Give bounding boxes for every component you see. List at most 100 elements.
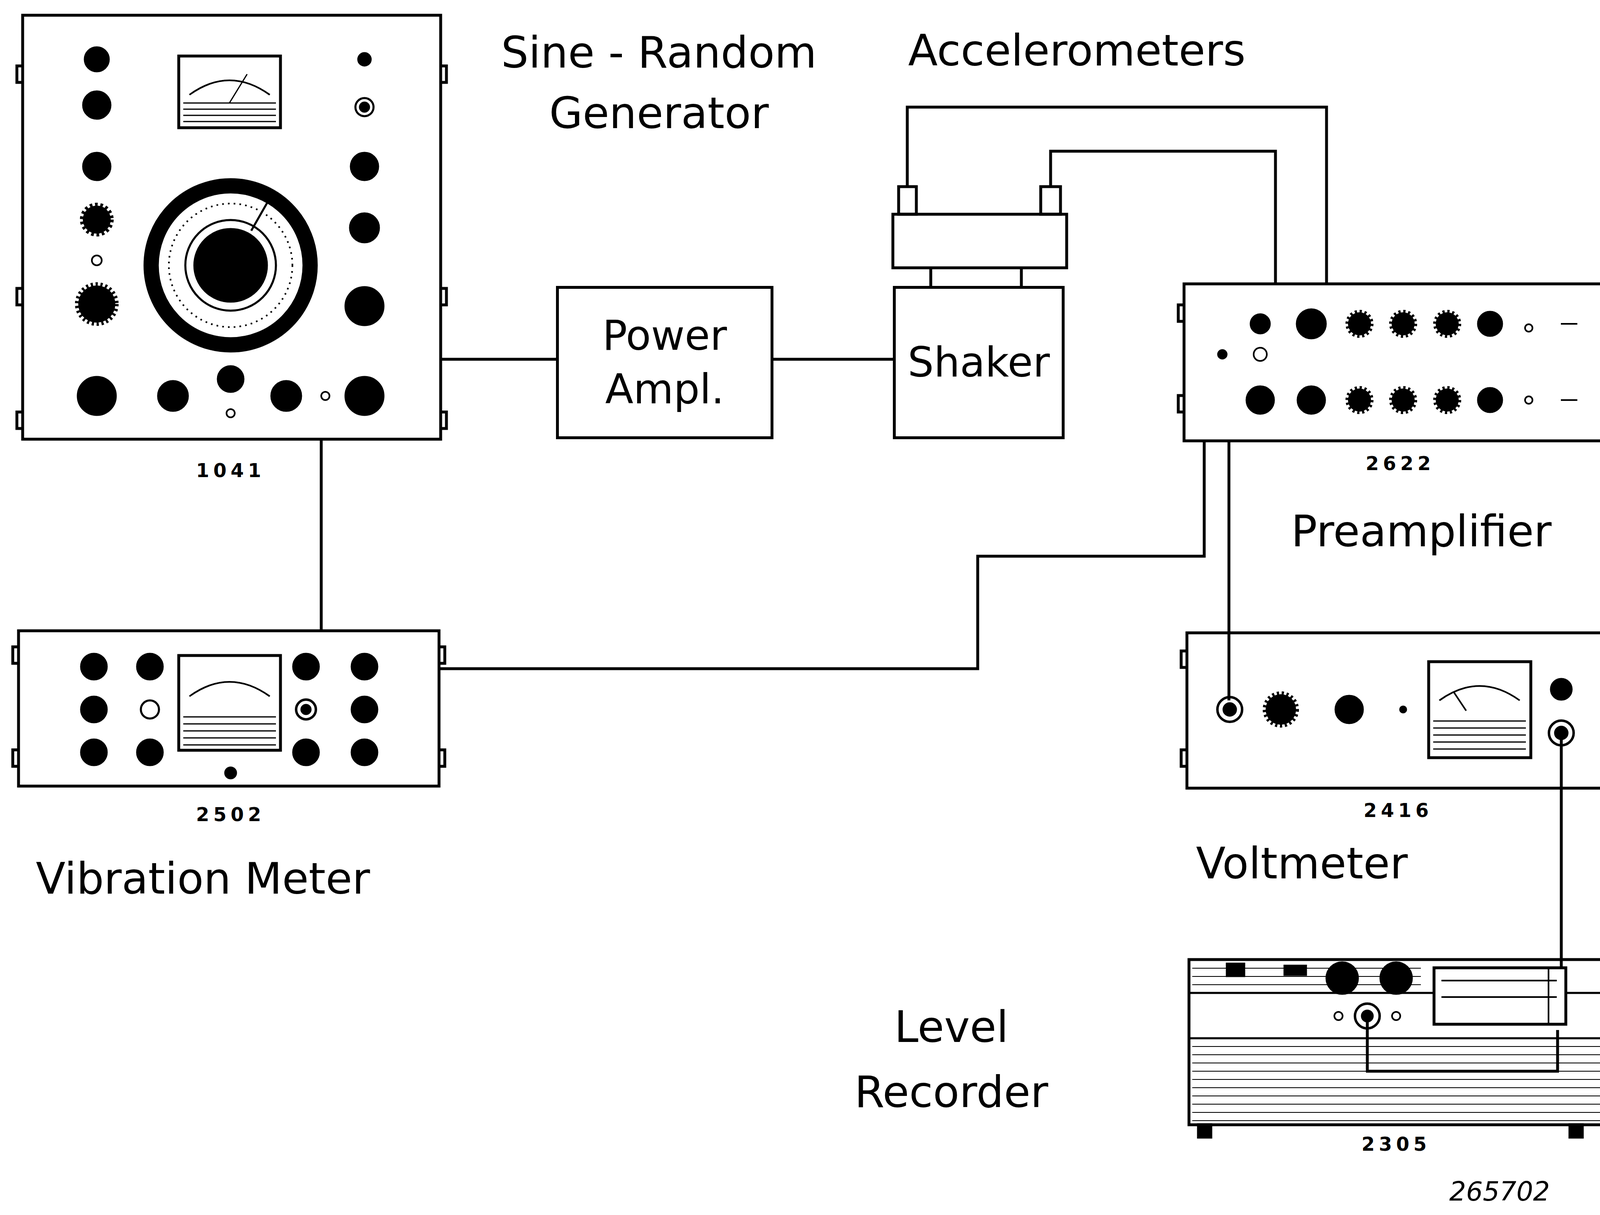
instrument-label: Level Recorder <box>827 994 1075 1125</box>
voltmeter-panel-part <box>1223 703 1236 715</box>
preamplifier-panel-part <box>1251 314 1270 333</box>
voltmeter-panel-part <box>1400 706 1406 712</box>
model-number: 2502 <box>168 803 293 826</box>
accelerometer-block: Accelerometers <box>892 186 1067 268</box>
instrument-label: Accelerometers <box>908 22 1246 80</box>
preamplifier: 2622Preamplifier <box>1184 283 1600 441</box>
preamplifier-panel-part <box>1218 350 1227 358</box>
cable <box>907 107 1327 284</box>
cable <box>1227 440 1231 633</box>
generator-panel-part <box>321 391 330 400</box>
voltmeter-panel-part <box>1433 720 1526 749</box>
generator-panel-part <box>22 15 441 440</box>
level-recorder-body-part <box>1334 1011 1343 1020</box>
accelerometer-block <box>892 186 1067 286</box>
process-box: Power Ampl. <box>555 285 774 440</box>
process-box: Shaker <box>892 285 1065 440</box>
cable <box>1560 787 1563 960</box>
voltmeter-panel-part <box>1181 650 1187 767</box>
generator-panel-part <box>178 56 281 128</box>
level-recorder-body-part <box>1434 967 1566 1024</box>
level-recorder-body-part <box>1560 959 1563 968</box>
voltmeter-panel-part <box>1428 661 1531 758</box>
model-number: 2416 <box>1336 798 1460 822</box>
vibration-meter-panel-part <box>18 630 440 786</box>
preamplifier-panel-part <box>1478 312 1502 336</box>
level-recorder: Level Recorder2305 <box>1188 959 1600 1138</box>
preamplifier-panel-part <box>1525 324 1533 332</box>
generator-panel-part <box>78 285 116 323</box>
generator-panel-part <box>83 91 110 119</box>
preamplifier-panel-part <box>1391 312 1415 336</box>
voltmeter-panel-part <box>1217 696 1243 722</box>
level-recorder-body-part <box>1284 965 1306 975</box>
vibration-meter-panel-part <box>189 681 270 697</box>
generator-panel-part <box>83 153 110 180</box>
generator-panel-part <box>168 203 293 328</box>
generator-panel-part <box>355 98 374 117</box>
box-label: Power Ampl. <box>586 308 743 416</box>
level-recorder-body-part <box>1227 963 1244 976</box>
cable <box>320 439 323 631</box>
generator-panel-part <box>82 205 111 234</box>
generator-panel-part <box>351 153 378 180</box>
preamplifier-panel <box>1178 283 1600 441</box>
vibration-meter-panel-part <box>352 654 377 679</box>
instrument-label: Sine - Random Generator <box>473 22 845 144</box>
generator-panel-part <box>229 74 248 103</box>
level-recorder-body-part <box>1198 1124 1211 1137</box>
voltmeter-panel-part <box>1228 632 1562 788</box>
vibration-meter-panel <box>12 630 445 786</box>
vibration-meter-panel-part <box>352 696 377 722</box>
generator-panel-part <box>218 366 243 392</box>
accelerometer-block-part <box>930 267 1022 286</box>
vibration-meter-panel-part <box>296 699 316 720</box>
instrument-label: Vibration Meter <box>35 850 371 907</box>
preamplifier-panel-part <box>1347 388 1372 412</box>
vibration-meter-panel-part <box>137 654 163 679</box>
generator-panel-part <box>183 102 276 122</box>
model-number: 2305 <box>1334 1132 1458 1156</box>
preamplifier-panel-part <box>1184 283 1600 441</box>
voltmeter-panel-part <box>1186 632 1600 788</box>
voltmeter-panel-part <box>1439 685 1520 701</box>
preamplifier-panel-part <box>1478 388 1502 412</box>
vibration-meter-panel-part <box>225 767 236 778</box>
preamplifier-panel-part <box>1435 388 1459 412</box>
generator-panel-part <box>360 102 369 112</box>
generator-panel-part <box>345 287 384 325</box>
generator-panel-part <box>251 201 268 231</box>
generator-panel-part <box>85 47 109 71</box>
preamplifier-panel-part <box>1525 396 1533 404</box>
level-recorder-body-part <box>1188 959 1600 1125</box>
level-recorder-body-part <box>1326 962 1358 993</box>
level-recorder-body-part <box>1392 1011 1401 1020</box>
generator-panel-part <box>350 213 379 242</box>
signal-generator: Sine - Random Generator1041 <box>22 15 441 440</box>
box-label: Shaker <box>907 335 1050 390</box>
accelerometer-block-part <box>892 214 1067 268</box>
preamplifier-panel-part <box>1298 386 1325 414</box>
voltmeter: 2416Voltmeter <box>1186 632 1600 788</box>
generator-panel-part <box>189 80 270 95</box>
generator-panel-part <box>16 65 447 429</box>
generator-panel-part <box>271 381 301 411</box>
vibration-meter-panel-part <box>81 739 107 765</box>
cable <box>440 357 556 361</box>
preamplifier-panel-part <box>1297 309 1326 338</box>
vibration-meter-panel-part <box>137 739 163 765</box>
level-recorder-body-part <box>1380 962 1412 993</box>
voltmeter-panel-part <box>1336 696 1363 723</box>
generator-panel-part <box>226 408 235 418</box>
level-recorder-body-part <box>1367 1021 1558 1071</box>
vibration-meter-panel-part <box>293 654 319 679</box>
model-number: 2622 <box>1338 452 1463 475</box>
voltmeter-panel <box>1181 632 1600 788</box>
generator-panel-part <box>158 381 188 411</box>
voltmeter-panel-part <box>1555 726 1568 739</box>
instrument-label: Voltmeter <box>1195 835 1408 892</box>
preamplifier-panel-part <box>1253 347 1267 361</box>
preamplifier-panel-part <box>1391 388 1415 412</box>
